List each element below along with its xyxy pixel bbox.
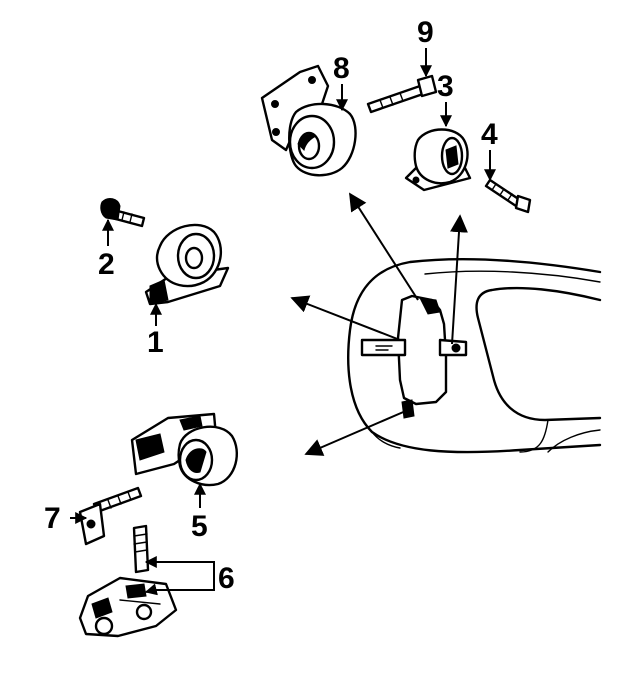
callout-3: 3 <box>437 70 454 103</box>
callout-numbers: 1 2 3 4 5 6 7 8 9 <box>44 16 498 595</box>
leader-6 <box>150 561 215 578</box>
callout-2: 2 <box>98 248 115 281</box>
callout-5: 5 <box>191 510 208 543</box>
upper-mount-bolt <box>366 74 438 114</box>
callout-6: 6 <box>218 562 235 595</box>
lower-bracket-and-stud <box>78 524 178 638</box>
vehicle-body-outline <box>347 257 602 454</box>
callout-7: 7 <box>44 502 61 535</box>
arrow-to-lower-mount <box>304 409 409 456</box>
leader-6-bracket <box>152 578 215 591</box>
lower-engine-mount <box>130 412 239 487</box>
upper-engine-mount <box>260 64 357 177</box>
callout-9: 9 <box>417 16 434 49</box>
left-mount-bolt <box>100 198 146 228</box>
callout-1: 1 <box>147 326 164 359</box>
right-engine-mount <box>404 128 472 192</box>
arrow-to-right-mount <box>450 214 468 345</box>
location-arrows <box>290 192 468 456</box>
arrow-to-left-mount <box>290 295 401 341</box>
callout-leaders <box>70 48 496 596</box>
right-mount-bolt <box>484 178 532 214</box>
callout-8: 8 <box>333 52 350 85</box>
engine-block-in-vehicle <box>360 294 468 419</box>
leader-6-bracket-tip <box>144 583 158 596</box>
lower-mount-bolt <box>78 486 143 546</box>
callout-4: 4 <box>481 118 498 151</box>
arrow-to-upper-mount <box>349 192 419 301</box>
left-engine-mount <box>144 223 230 306</box>
